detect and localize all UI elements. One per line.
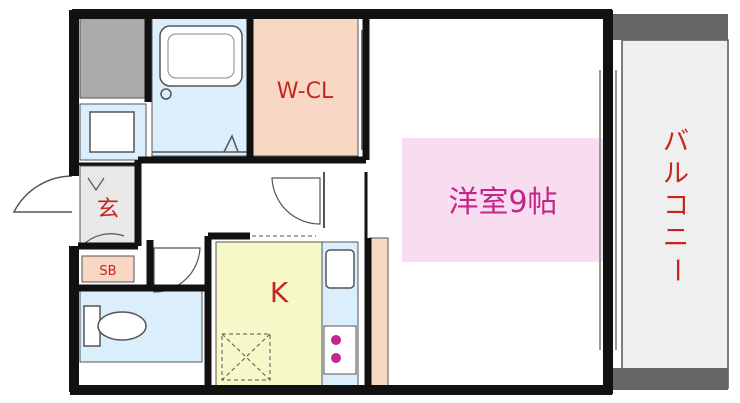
entrance-step [87, 177, 105, 192]
kitchen-label: K [270, 276, 289, 309]
western-room-label: 洋室9帖 [448, 185, 557, 220]
bathtub-inner [167, 33, 235, 79]
bath-door-swing [223, 134, 239, 153]
kitchen-sink [325, 249, 355, 289]
entrance-label: 玄 [97, 197, 119, 222]
storage-top-left [79, 17, 147, 99]
kitchen-storage [221, 333, 271, 381]
balcony-label-char-5: ー [661, 257, 691, 283]
corridor-door-swing [271, 177, 321, 225]
kitchen-side-counter [369, 237, 389, 387]
corridor [146, 162, 368, 234]
balcony-label-char-3: コ [663, 191, 689, 221]
outer-walls [69, 9, 613, 395]
balcony-label: バ ル コ ニ ー [661, 127, 691, 283]
balcony-label-char-2: ル [663, 159, 689, 189]
balcony-post-bottom [600, 368, 728, 390]
balcony-label-char-1: バ [663, 127, 689, 157]
wcl-room [251, 17, 359, 157]
balcony-label-char-4: ニ [663, 223, 689, 253]
stove-burner-1 [331, 335, 341, 345]
western-room-label-box [402, 138, 604, 262]
shoebox-label: SB [99, 264, 116, 279]
wcl-label: W-CL [277, 79, 334, 104]
interior-walls [78, 14, 372, 392]
bathtub [159, 25, 243, 87]
balcony-area [621, 39, 729, 389]
stove-panel [323, 325, 357, 375]
kitchen-room [215, 241, 323, 387]
balcony-post-top [600, 14, 728, 40]
washer [89, 111, 135, 153]
stove-burner-2 [331, 353, 341, 363]
toilet-bowl [97, 311, 147, 341]
bath-drain [160, 88, 172, 100]
entrance-door-swing [12, 175, 73, 213]
shoebox [81, 255, 135, 283]
